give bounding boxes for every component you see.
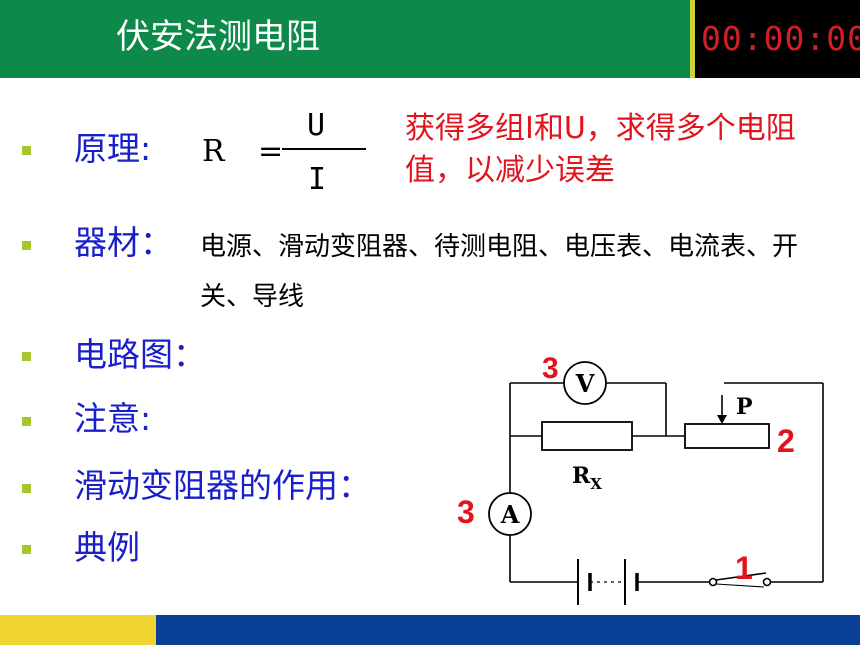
formula-numerator: U <box>307 108 326 143</box>
formula-equals: = <box>258 134 284 169</box>
bullet-icon <box>22 241 31 250</box>
bullet-icon <box>22 146 31 155</box>
slide-header: 伏安法测电阻 00:00:00 <box>0 0 860 78</box>
battery-symbol <box>577 559 639 605</box>
bullet-icon <box>22 352 31 361</box>
voltmeter-symbol <box>563 361 607 405</box>
timer-text: 00:00:00 <box>701 19 860 58</box>
circuit-diagram: V RX P A 3 2 3 1 <box>457 352 824 605</box>
slide-title: 伏安法测电阻 <box>116 17 320 57</box>
bullet-icon <box>22 545 31 554</box>
marker-switch: 1 <box>735 550 753 586</box>
fraction-line <box>282 148 366 150</box>
formula-r: R <box>202 134 225 169</box>
ammeter-letter: A <box>500 500 520 529</box>
bullet-icon <box>22 484 31 493</box>
voltmeter-letter: V <box>575 369 595 398</box>
bullet-icon <box>22 417 31 426</box>
resistor-label: RX <box>572 463 602 493</box>
resistor-rx-symbol <box>541 421 633 451</box>
marker-voltmeter: 3 <box>542 352 559 385</box>
marker-rheostat: 2 <box>777 423 795 459</box>
rheostat-symbol <box>684 423 770 449</box>
principle-label: 原理: <box>74 129 152 168</box>
switch-symbol <box>708 572 772 588</box>
rheostat-role-label: 滑动变阻器的作用： <box>74 466 371 505</box>
slider-label: P <box>736 394 753 420</box>
equipment-label: 器材： <box>74 223 173 262</box>
ammeter-symbol <box>488 492 532 536</box>
example-label: 典例 <box>74 528 140 567</box>
footer-bar-yellow <box>0 615 156 645</box>
circuit-label: 电路图： <box>74 335 206 374</box>
formula-denominator: I <box>308 162 327 197</box>
header-accent-bar <box>690 0 695 78</box>
footer-bar-blue <box>156 615 860 645</box>
marker-ammeter: 3 <box>457 494 475 530</box>
timer-display: 00:00:00 <box>695 0 860 78</box>
slider-arrow-icon <box>717 415 727 424</box>
equipment-text: 电源、滑动变阻器、待测电阻、电压表、电流表、开关、导线 <box>200 232 799 312</box>
notice-label: 注意: <box>74 399 152 438</box>
principle-note: 获得多组I和U，求得多个电阻值，以减少误差 <box>405 111 796 188</box>
